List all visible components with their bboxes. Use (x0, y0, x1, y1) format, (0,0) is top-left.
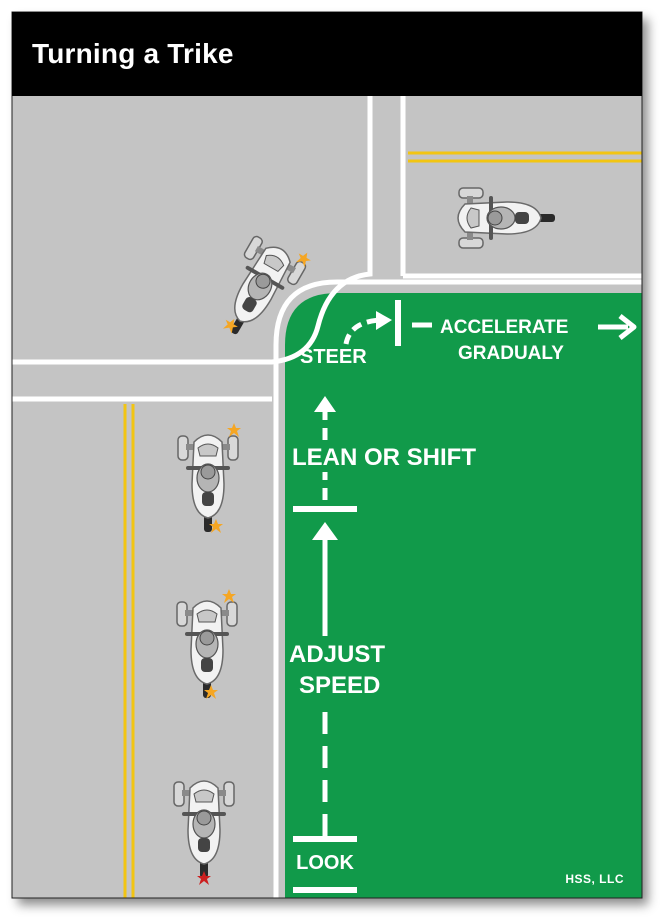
lean-marker (293, 506, 357, 512)
credit-label: HSS, LLC (565, 872, 624, 886)
look-marker-bottom (293, 887, 357, 893)
steer-marker (395, 300, 401, 346)
step-steer-label: STEER (300, 346, 367, 368)
green-turn-zone (285, 293, 642, 898)
step-adjust-label-1: ADJUST (289, 641, 386, 668)
step-adjust-label-2: SPEED (299, 672, 381, 699)
page-title: Turning a Trike (32, 38, 234, 69)
curved-arrow-icon (343, 317, 381, 345)
arrow-up-icon (314, 396, 336, 412)
curb-line (273, 279, 642, 898)
arrow-right-icon (618, 314, 637, 340)
step-accelerate-label-1: ACCELERATE (440, 317, 569, 338)
step-lean-label: LEAN OR SHIFT (292, 444, 476, 471)
header-bar (12, 12, 642, 96)
step-accelerate-label-2: GRADUALY (458, 343, 564, 364)
look-marker-top (293, 836, 357, 842)
step-look-label: LOOK (296, 852, 354, 874)
curved-arrow-head (376, 311, 392, 330)
arrow-up-icon (312, 522, 338, 540)
corner-curb (12, 96, 373, 365)
